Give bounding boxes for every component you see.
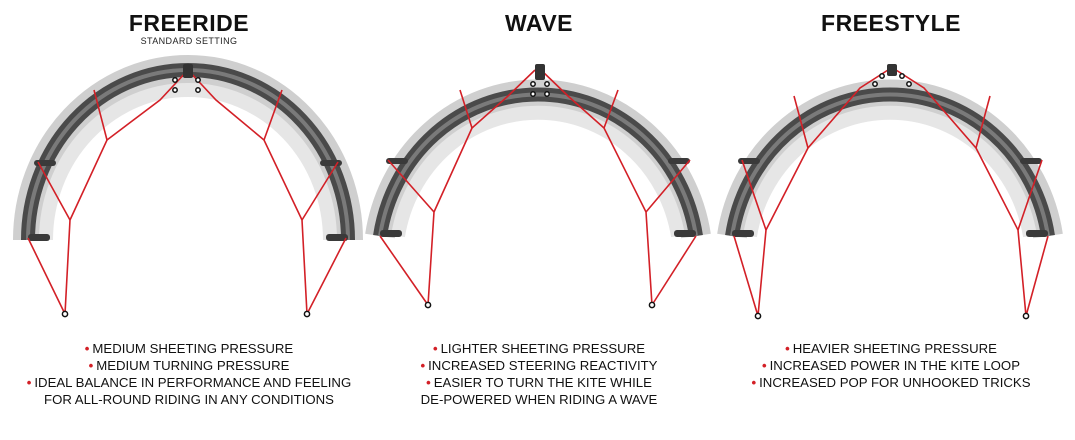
- bridle-lines: [27, 69, 347, 315]
- kite-canopy: [365, 79, 711, 239]
- kite-bridle-diagram-freestyle: [717, 64, 1063, 320]
- center-strut: [887, 64, 897, 76]
- panel-title: WAVE: [504, 10, 574, 36]
- bridle-lines: [733, 69, 1049, 317]
- list-item: •INCREASED STEERING REACTIVITY: [420, 358, 658, 373]
- panel-freestyle: FREESTYLE: [712, 0, 1070, 440]
- kite-bridle-diagram-wave: [365, 64, 711, 309]
- bridle-pulleys: [61, 77, 311, 318]
- list-item: •LIGHTER SHEETING PRESSURE: [432, 341, 646, 356]
- panel-title: FREESTYLE: [821, 10, 961, 36]
- list-item: •MEDIUM TURNING PRESSURE: [88, 358, 290, 373]
- list-item: •IDEAL BALANCE IN PERFORMANCE AND FEELIN…: [26, 375, 352, 390]
- panel-freeride: FREERIDE STANDARD SETTING: [10, 0, 368, 440]
- kite-canopy: [717, 79, 1063, 239]
- panel-wave: WAVE: [360, 0, 718, 440]
- list-item-continuation: FOR ALL-ROUND RIDING IN ANY CONDITIONS: [44, 392, 334, 407]
- list-item: •INCREASED POP FOR UNHOOKED TRICKS: [751, 375, 1031, 390]
- feature-list: •MEDIUM SHEETING PRESSURE •MEDIUM TURNIN…: [10, 340, 368, 408]
- list-item-continuation: DE-POWERED WHEN RIDING A WAVE: [420, 392, 658, 407]
- list-item: •EASIER TO TURN THE KITE WHILE: [426, 375, 652, 390]
- wingtip-struts: [28, 160, 348, 241]
- list-item: •INCREASED POWER IN THE KITE LOOP: [762, 358, 1020, 373]
- list-item: •MEDIUM SHEETING PRESSURE: [84, 341, 294, 356]
- center-strut: [535, 64, 545, 80]
- wingtip-struts: [380, 158, 696, 237]
- bridle-lines: [379, 69, 697, 306]
- bridle-pulleys: [754, 73, 1030, 320]
- panel-title: FREERIDE: [128, 10, 250, 36]
- bridle-pulleys: [424, 81, 656, 309]
- list-item: •HEAVIER SHEETING PRESSURE: [785, 341, 997, 356]
- feature-list: •LIGHTER SHEETING PRESSURE •INCREASED ST…: [360, 340, 718, 408]
- panel-subtitle: STANDARD SETTING: [140, 36, 238, 46]
- center-strut: [183, 64, 193, 78]
- feature-list: •HEAVIER SHEETING PRESSURE •INCREASED PO…: [712, 340, 1070, 391]
- kite-bridle-diagram-freeride: [13, 55, 363, 318]
